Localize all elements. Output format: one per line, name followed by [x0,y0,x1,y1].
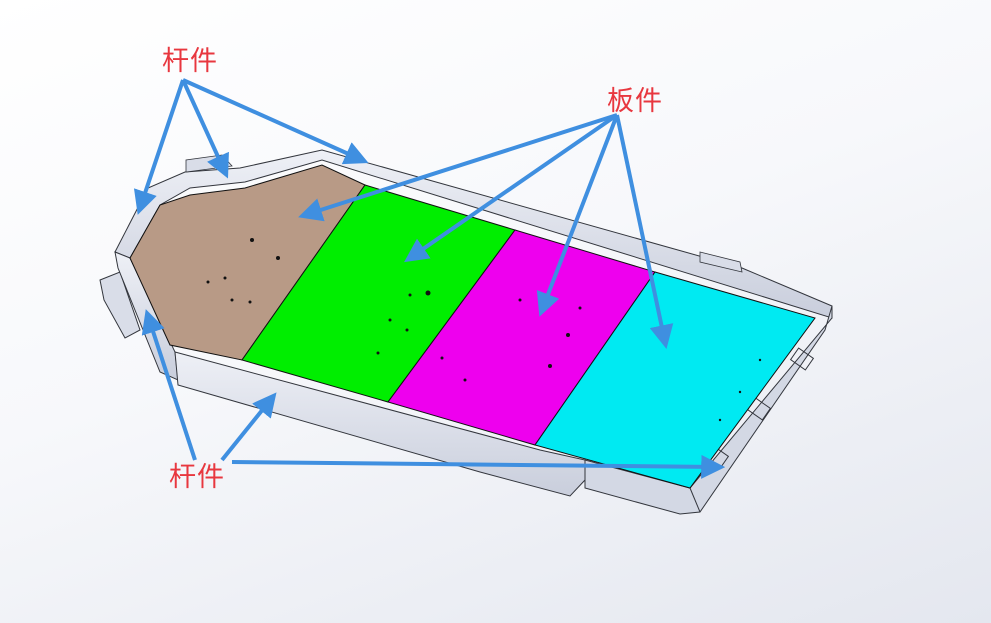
arrow-rod-1 [133,79,185,215]
annotation-arrows [133,78,726,479]
arrow-rod-6 [231,454,726,479]
left-mount-tab [99,271,141,339]
label-rod-bottom: 杆件 [169,462,225,493]
arrow-rod-5 [220,392,277,462]
arrow-rod-4 [141,309,197,461]
plate-cyan [534,271,816,489]
label-rod-top: 杆件 [162,46,218,77]
label-plate: 板件 [607,86,663,117]
arrow-plate-4 [615,114,674,350]
arrow-rod-2 [181,79,229,179]
arrow-plate-1 [298,113,618,222]
arrow-plate-3 [536,114,619,317]
bottom-rod [174,351,586,497]
mounting-holes [206,238,762,422]
arrow-rod-3 [182,78,369,165]
top-right-bracket [699,251,743,273]
arrow-plate-2 [404,113,619,263]
